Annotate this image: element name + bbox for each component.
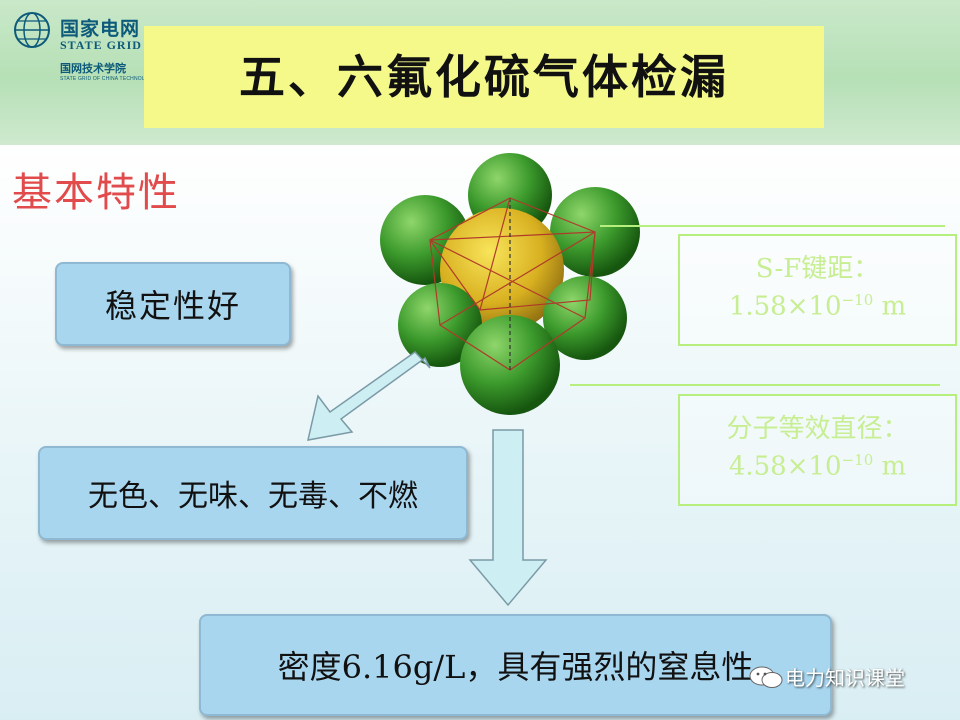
molecular-diameter-box: 分子等效直径： 4.58×10−10 m: [678, 394, 957, 506]
college-name-cn: 国网技术学院: [60, 62, 126, 75]
bond-length-box: S-F键距： 1.58×10−10 m: [678, 234, 957, 346]
watermark-text: 电力知识课堂: [785, 666, 905, 690]
sf6-molecule-illustration: [380, 153, 640, 415]
molecular-diameter-value: 4.58×10−10 m: [728, 451, 907, 482]
bond-length-label: S-F键距：: [755, 254, 880, 284]
state-grid-globe-icon: [14, 12, 50, 48]
wechat-icon: [749, 666, 783, 688]
college-name-en: STATE GRID OF CHINA TECHNOLOGY COLLEGE: [60, 76, 184, 82]
properties-box: 无色、无味、无毒、不燃: [38, 446, 468, 540]
title-box: 五、六氟化硫气体检漏: [144, 26, 824, 128]
stability-box: 稳定性好: [55, 262, 291, 346]
section-heading: 基本特性: [12, 170, 180, 216]
logo-text-cn: 国家电网: [60, 18, 141, 40]
logo-text-en: STATE GRID: [60, 38, 142, 52]
state-grid-logo: 国家电网 STATE GRID 国网技术学院 STATE GRID OF CHI…: [10, 8, 200, 88]
slide-title: 五、六氟化硫气体检漏: [239, 50, 729, 104]
density-box: 密度6.16g/L，具有强烈的窒息性: [199, 614, 832, 716]
molecular-diameter-label: 分子等效直径：: [726, 414, 909, 444]
octahedron-wireframe: [429, 197, 596, 371]
fluorine-atom-bottom: [460, 315, 560, 415]
bond-length-value: 1.58×10−10 m: [728, 291, 907, 322]
header-band: 国家电网 STATE GRID 国网技术学院 STATE GRID OF CHI…: [0, 0, 960, 145]
